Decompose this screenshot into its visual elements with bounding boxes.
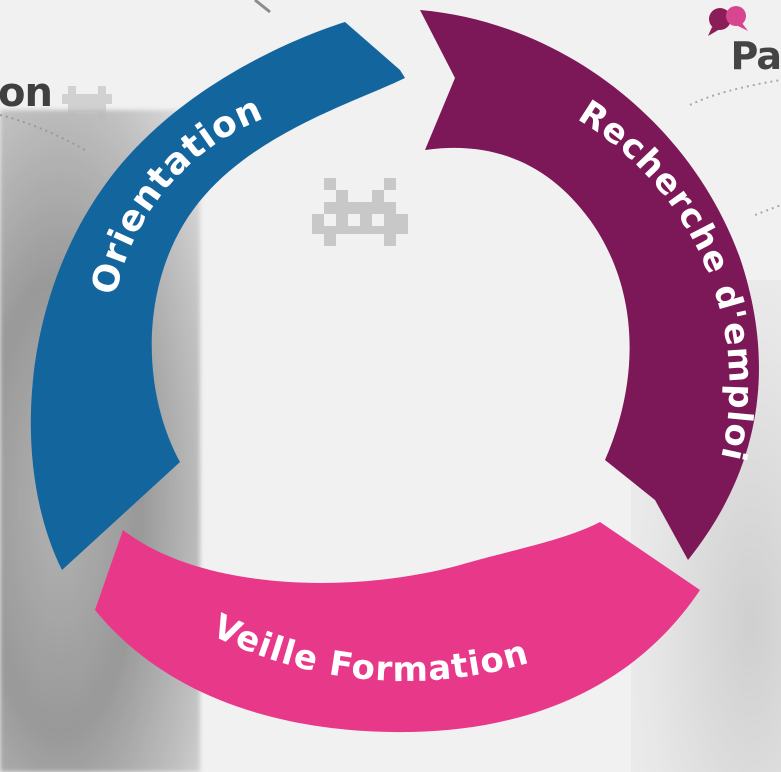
pixel-invader-small-icon (62, 86, 112, 120)
background-text-fragment-right: Pa (730, 34, 781, 78)
pixel-invader-icon (312, 178, 408, 246)
segment-orientation: Orientation (30, 22, 405, 570)
background-text-fragment-left: on (0, 70, 53, 116)
segment-veille-formation: Veille Formation (95, 522, 700, 733)
segment-recherche-emploi: Recherche d'emploi (420, 10, 760, 560)
speech-bubbles-logo-icon (708, 6, 748, 36)
